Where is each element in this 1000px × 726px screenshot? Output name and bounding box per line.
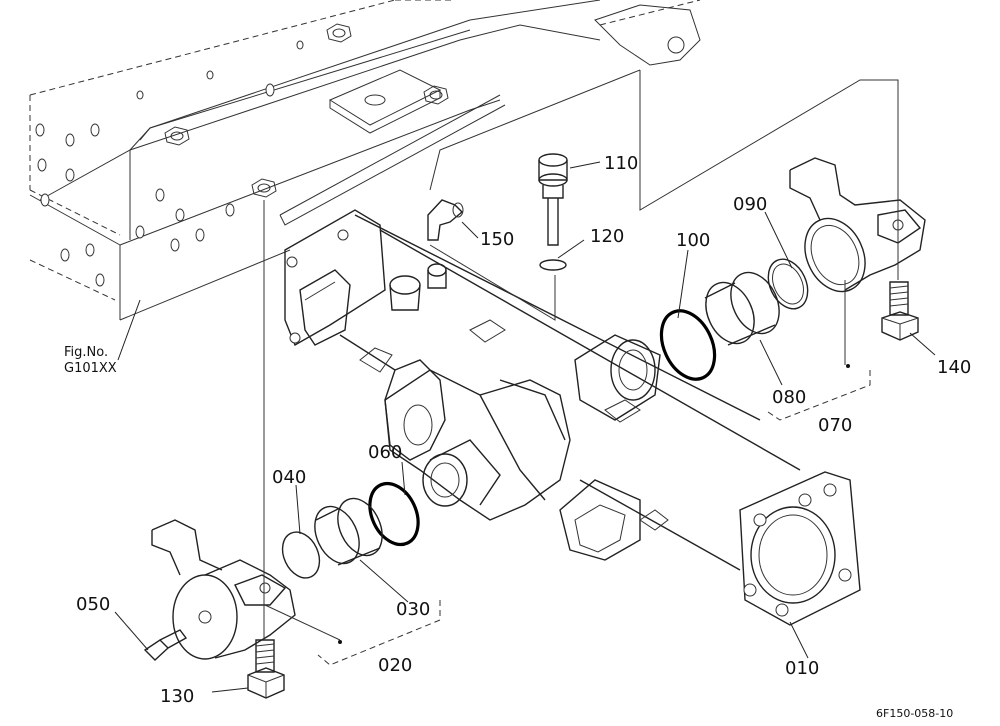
- label-120: 120: [590, 226, 624, 247]
- label-150: 150: [480, 229, 514, 250]
- o-ring-060: [368, 481, 420, 547]
- figure-reference: Fig.No. G101XX: [64, 299, 141, 376]
- o-ring-120: [539, 259, 567, 271]
- shim-090: [767, 258, 809, 310]
- label-140: 140: [937, 357, 971, 378]
- breather-150: [427, 199, 464, 241]
- rail-nut: [326, 23, 352, 43]
- bolt-140: [881, 281, 919, 341]
- assembly-lines: [263, 69, 899, 641]
- label-100: 100: [676, 230, 710, 251]
- frame-rail-ghost: [29, 0, 701, 321]
- drawing-code: 6F150-058-10: [876, 707, 953, 720]
- assembly-bracket-020: [317, 600, 441, 666]
- figure-reference-line-2: G101XX: [64, 361, 117, 376]
- shim-040: [281, 531, 321, 579]
- bushing-080: [704, 271, 780, 346]
- part-labels: 110 120 150 100 090 080 070 140 060 040 …: [76, 153, 971, 707]
- rail-nut: [423, 85, 449, 105]
- figure-reference-line-1: Fig.No.: [64, 345, 108, 360]
- bolt-130: [247, 639, 285, 699]
- label-030: 030: [396, 599, 430, 620]
- leader-lines: [114, 161, 936, 693]
- label-130: 130: [160, 686, 194, 707]
- rail-nut: [164, 126, 190, 146]
- label-090: 090: [733, 194, 767, 215]
- bushing-030: [314, 497, 383, 566]
- label-020: 020: [378, 655, 412, 676]
- o-ring-100: [659, 309, 717, 381]
- knuckle-070: [789, 157, 926, 293]
- label-050: 050: [76, 594, 110, 615]
- label-040: 040: [272, 467, 306, 488]
- knuckle-020: [151, 519, 296, 660]
- label-060: 060: [368, 442, 402, 463]
- rail-holes: [35, 40, 304, 287]
- label-070: 070: [818, 415, 852, 436]
- label-110: 110: [604, 153, 638, 174]
- axle-housing-010: [284, 209, 861, 626]
- fitting-050: [143, 629, 188, 661]
- label-080: 080: [772, 387, 806, 408]
- rail-nut: [251, 178, 277, 198]
- label-010: 010: [785, 658, 819, 679]
- assembly-bracket-070: [767, 364, 871, 421]
- dipstick-110: [538, 153, 568, 246]
